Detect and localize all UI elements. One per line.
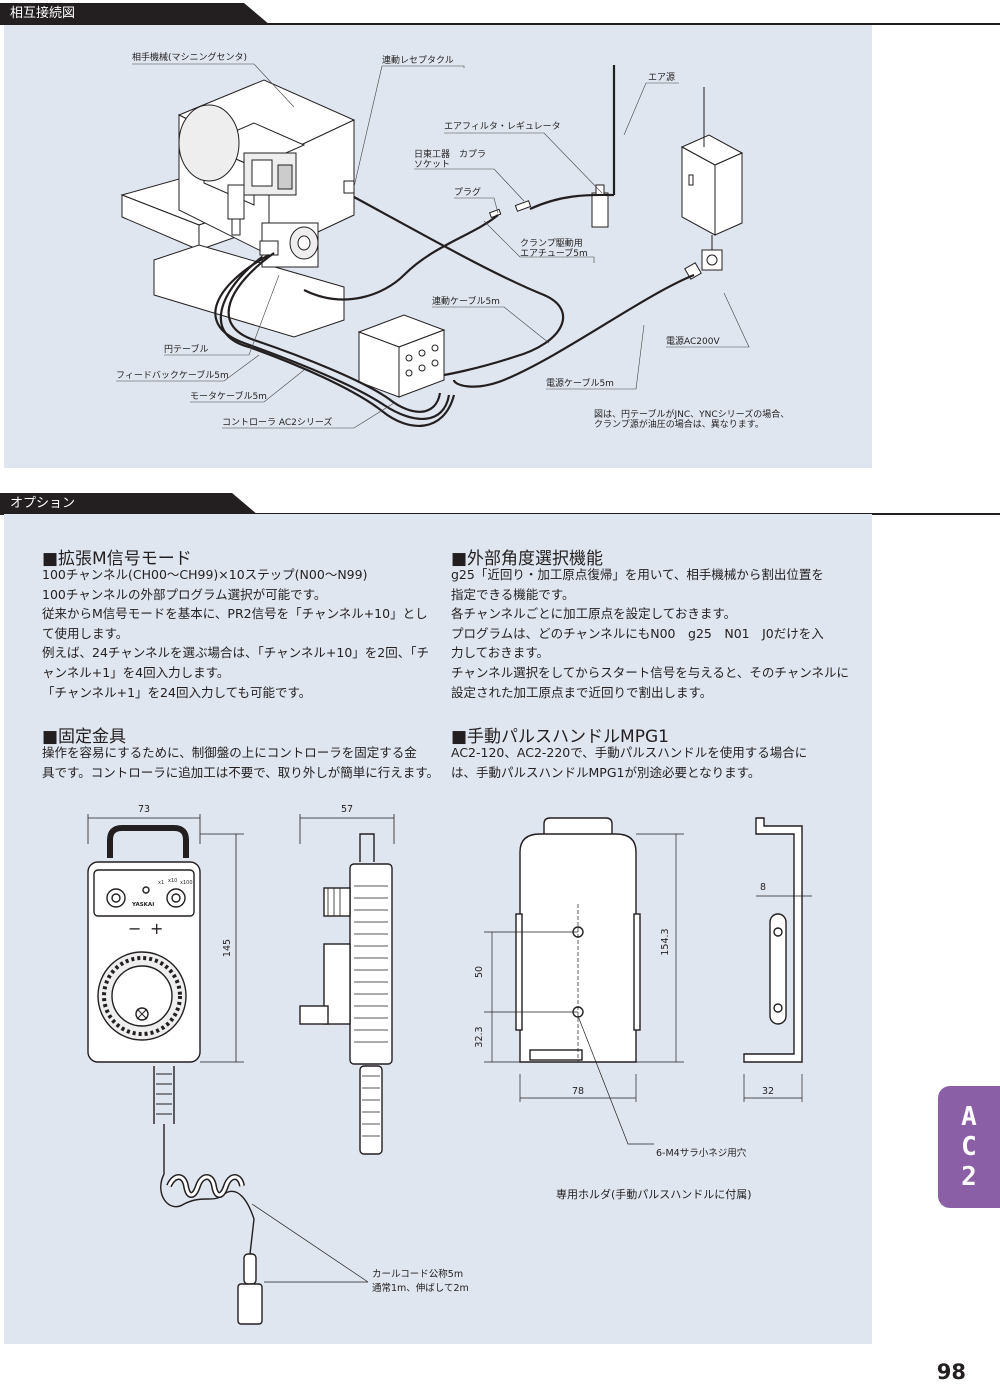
label-receptacle: 連動レセプタクル [382,54,454,66]
m-signal-title: ■拡張M信号モード [42,549,192,569]
label-note-a: 図は、円テーブルがJNC、YNCシリーズの場合、 [594,408,789,420]
brand-label: YASKAI [131,902,154,908]
page-number: 98 [936,1360,966,1384]
pendant-grip [107,825,189,858]
bracket-body: 操作を容易にするために、制御盤の上にコントローラを固定する金 具です。コントロー… [42,745,440,780]
cord-note-b: 通常1m、伸ばして2m [372,1282,469,1294]
options-panel: ■拡張M信号モード 100チャンネル(CH00〜CH99)×10ステップ(N00… [4,514,872,1344]
connection-diagram-panel: 相手機械(マシニングセンタ) 連動レセプタクル エア源 エアフィルタ・レギュレー… [4,25,872,468]
label-coupler-b: ソケット [414,159,450,170]
mpg-title: ■手動パルスハンドルMPG1 [451,727,669,747]
label-link-cable: 連動ケーブル5m [432,295,500,307]
label-tube-b: エアチューブ5m [520,247,588,259]
machine-base [153,244,345,338]
holder-side-dim: 32 [762,1086,774,1097]
holder-mid: 50 [474,966,485,978]
label-coupler-a: 日東工器 カプラ [414,148,486,160]
bracket-title: ■固定金具 [42,727,127,747]
side-wheel-edge [299,1005,329,1025]
label-air-source: エア源 [648,72,675,83]
chapter-tab-letter: C [961,1132,977,1162]
label-machine: 相手機械(マシニングセンタ) [132,51,247,63]
receptacle [343,180,355,194]
holder-width: 78 [572,1086,584,1097]
external-angle-body: g25「近回り・加工原点復帰」を用いて、相手機械から割出位置を 指定できる機能で… [451,567,850,700]
holder-slot-dim: 8 [760,882,766,893]
chapter-tab-letter: 2 [961,1162,977,1192]
dim-width: 73 [138,804,150,815]
m-signal-body: 100チャンネル(CH00〜CH99)×10ステップ(N00〜N99) 100チ… [42,567,429,700]
holder-height: 154.3 [660,928,671,955]
options-title: オプション [0,493,258,515]
label-power-cable: 電源ケーブル5m [546,377,614,389]
label-controller: コントローラ AC2シリーズ [222,416,332,428]
x100-label: x100 [180,880,193,886]
options-header: オプション [0,493,1000,515]
pendant-side [349,863,393,1065]
connector [237,1283,263,1325]
holder-low: 32.3 [474,1026,485,1047]
cord-note-a: カールコード公称5m [372,1268,463,1280]
screw-note: 6-M4サラ小ネジ用穴 [656,1147,747,1159]
connection-title: 相互接続図 [0,3,270,25]
air-filter [591,192,609,228]
label-power: 電源AC200V [666,336,720,347]
label-motor-cable: モータケーブル5m [190,390,267,402]
label-rotary-table: 円テーブル [164,343,208,355]
chapter-tab-letter: A [961,1102,977,1132]
dim-height: 145 [222,939,233,957]
holder-caption: 専用ホルダ(手動パルスハンドルに付属) [556,1187,752,1201]
label-tube-a: クランプ駆動用 [520,238,583,249]
label-feedback-cable: フィードバックケーブル5m [116,369,229,381]
minus-label: − [128,919,141,938]
chapter-tab[interactable]: A C 2 [938,1086,1000,1208]
x1-label: x1 [158,880,164,886]
label-note-b: クランプ源が油圧の場合は、異なります。 [594,418,764,430]
external-angle-title: ■外部角度選択機能 [451,549,604,569]
label-plug: プラグ [454,186,481,198]
plus-label: + [150,919,163,938]
x10-label: x10 [168,878,177,884]
connection-header: 相互接続図 [0,3,1000,25]
holder-side [743,817,803,1063]
connection-diagram: 相手機械(マシニングセンタ) 連動レセプタクル エア源 エアフィルタ・レギュレー… [116,51,789,430]
label-filter: エアフィルタ・レギュレータ [444,121,561,132]
technical-drawings: 73 57 145 − + x1 x10 x100 YASKAI カールコード公… [87,804,812,1325]
mpg-body: AC2-120、AC2-220で、手動パルスハンドルを使用する場合に は、手動パ… [451,745,808,780]
dim-depth: 57 [341,804,353,815]
holder-top [543,817,613,834]
